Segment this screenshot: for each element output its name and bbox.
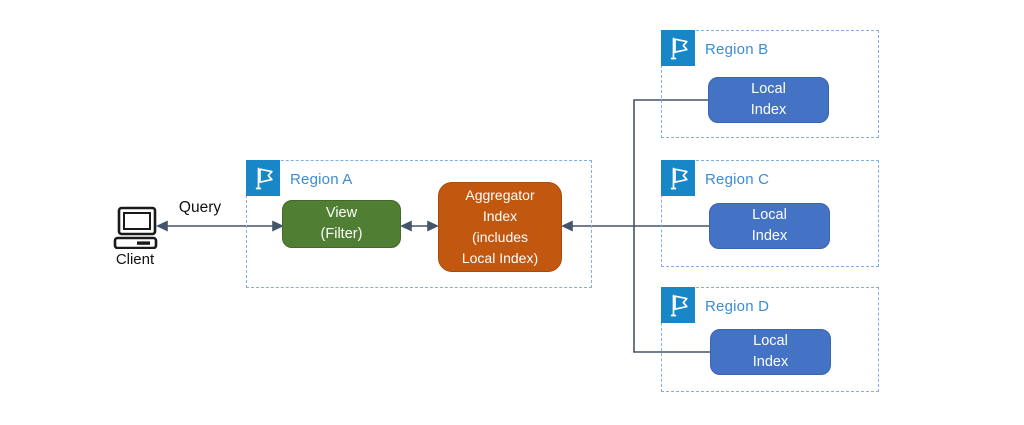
region-c-label: Region C <box>705 171 770 188</box>
region-b-label: Region B <box>705 41 769 58</box>
local-index-node-region-b: Local Index <box>708 77 829 123</box>
desktop-computer-icon <box>113 206 158 249</box>
arrowhead-left-icon <box>156 220 168 232</box>
flag-icon <box>661 160 695 196</box>
flag-icon <box>661 287 695 323</box>
query-label: Query <box>178 199 222 216</box>
view-node-line2: (Filter) <box>320 226 363 242</box>
region-b-container: Region B <box>661 30 879 138</box>
region-d-label: Region D <box>705 298 770 315</box>
aggregator-node-line1: Aggregator <box>465 187 535 203</box>
aggregator-index-node: Aggregator Index (includes Local Index) <box>438 182 562 272</box>
aggregator-node-line3: (includes <box>471 229 529 245</box>
local-index-line1: Local <box>751 81 786 97</box>
local-index-line2: Index <box>750 102 787 118</box>
local-index-line2: Index <box>751 228 788 244</box>
region-a-label: Region A <box>290 171 353 188</box>
local-index-node-region-c: Local Index <box>709 203 830 249</box>
region-d-container: Region D <box>661 287 879 392</box>
region-c-container: Region C <box>661 160 879 267</box>
local-index-line1: Local <box>752 207 787 223</box>
local-index-node-region-d: Local Index <box>710 329 831 375</box>
flag-icon <box>246 160 280 196</box>
local-index-line2: Index <box>752 354 789 370</box>
region-a-container: Region A <box>246 160 592 288</box>
view-filter-node: View (Filter) <box>282 200 401 248</box>
aggregator-node-line2: Index <box>482 208 518 224</box>
aggregator-node-line4: Local Index) <box>461 250 539 266</box>
local-index-line1: Local <box>753 333 788 349</box>
client-label: Client <box>115 251 155 268</box>
view-node-line1: View <box>325 205 358 221</box>
flag-icon <box>661 30 695 66</box>
